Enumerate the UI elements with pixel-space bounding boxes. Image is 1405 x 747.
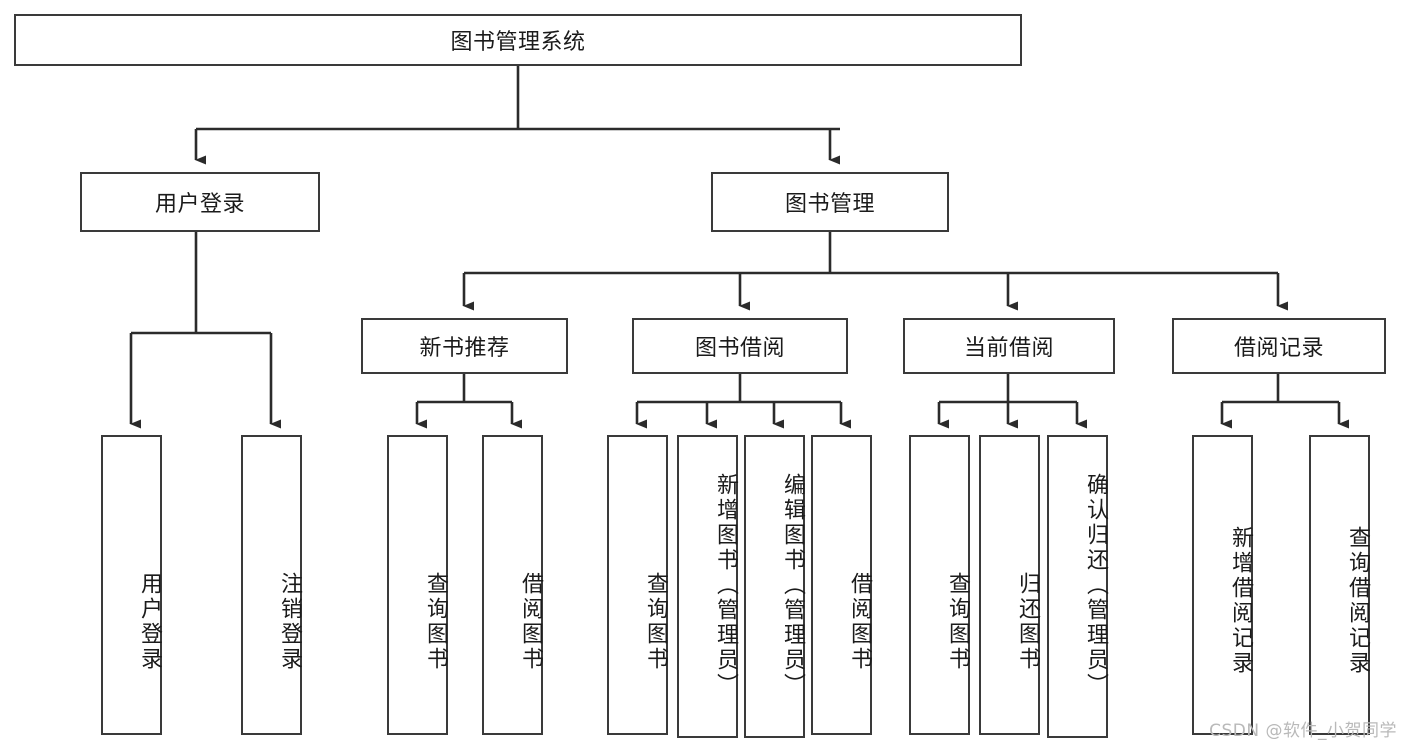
node-book-management[interactable]: 图书管理 xyxy=(711,172,949,232)
node-label: 确认归还（管理员） xyxy=(1083,473,1108,698)
node-current-borrow[interactable]: 当前借阅 xyxy=(903,318,1115,374)
node-label: 归还图书 xyxy=(1015,572,1040,672)
node-label: 借阅图书 xyxy=(847,572,872,672)
leaf-return-book[interactable]: 归还图书 xyxy=(979,435,1040,735)
leaf-user-login[interactable]: 用户登录 xyxy=(101,435,162,735)
leaf-add-book[interactable]: 新增图书（管理员） xyxy=(677,435,738,738)
leaf-query-book-1[interactable]: 查询图书 xyxy=(387,435,448,735)
node-label: 图书管理系统 xyxy=(450,30,586,55)
node-label: 当前借阅 xyxy=(963,336,1054,361)
leaf-confirm-return[interactable]: 确认归还（管理员） xyxy=(1047,435,1108,738)
node-label: 图书借阅 xyxy=(694,336,785,361)
node-label: 借阅图书 xyxy=(518,572,543,672)
node-root-book-management-system[interactable]: 图书管理系统 xyxy=(14,14,1022,66)
leaf-add-record[interactable]: 新增借阅记录 xyxy=(1192,435,1253,735)
leaf-query-book-2[interactable]: 查询图书 xyxy=(607,435,668,735)
node-user-login[interactable]: 用户登录 xyxy=(80,172,320,232)
node-label: 编辑图书（管理员） xyxy=(780,473,805,698)
node-label: 新书推荐 xyxy=(419,336,510,361)
node-label: 用户登录 xyxy=(137,572,162,672)
node-label: 查询图书 xyxy=(423,572,448,672)
node-label: 查询图书 xyxy=(945,572,970,672)
node-label: 借阅记录 xyxy=(1233,336,1324,361)
node-new-book-recommend[interactable]: 新书推荐 xyxy=(361,318,568,374)
leaf-query-book-3[interactable]: 查询图书 xyxy=(909,435,970,735)
node-label: 查询借阅记录 xyxy=(1345,526,1370,676)
node-label: 新增图书（管理员） xyxy=(713,473,738,698)
node-label: 图书管理 xyxy=(784,192,875,217)
leaf-borrow-book-2[interactable]: 借阅图书 xyxy=(811,435,872,735)
leaf-edit-book[interactable]: 编辑图书（管理员） xyxy=(744,435,805,738)
node-label: 查询图书 xyxy=(643,572,668,672)
node-label: 新增借阅记录 xyxy=(1228,526,1253,676)
node-label: 注销登录 xyxy=(277,572,302,672)
node-borrow-record[interactable]: 借阅记录 xyxy=(1172,318,1386,374)
leaf-borrow-book-1[interactable]: 借阅图书 xyxy=(482,435,543,735)
leaf-logout-login[interactable]: 注销登录 xyxy=(241,435,302,735)
node-label: 用户登录 xyxy=(154,192,245,217)
leaf-query-record[interactable]: 查询借阅记录 xyxy=(1309,435,1370,735)
node-book-borrow[interactable]: 图书借阅 xyxy=(632,318,848,374)
